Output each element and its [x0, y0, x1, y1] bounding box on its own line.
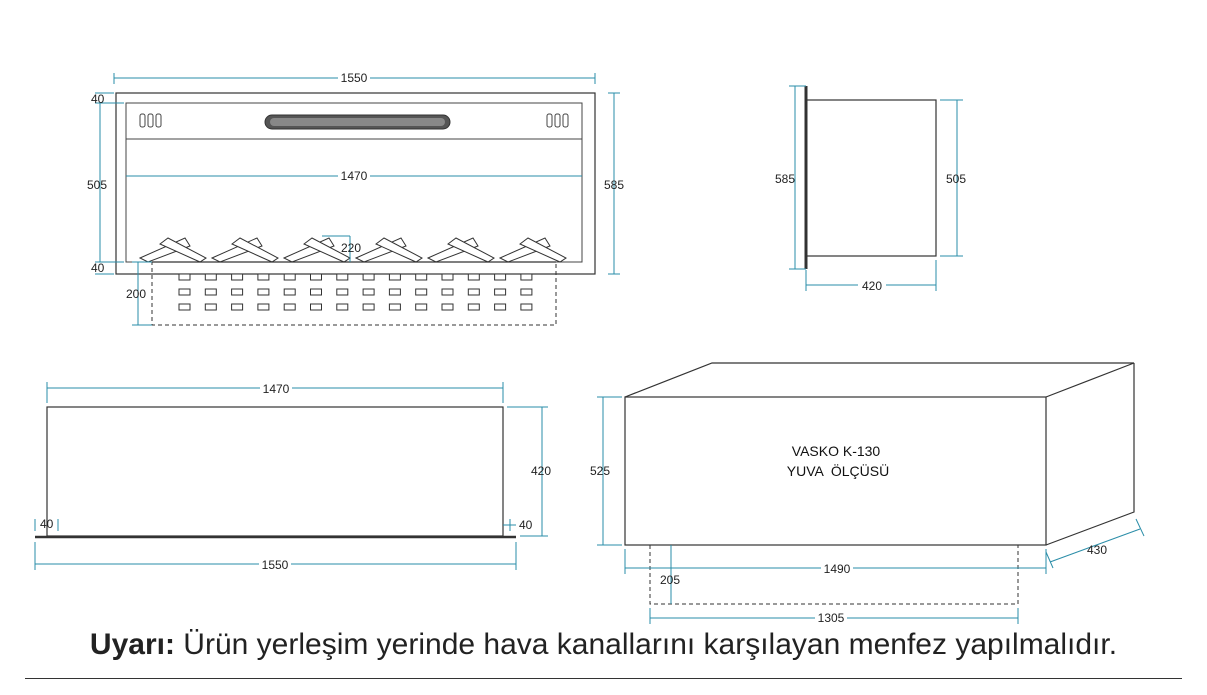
dim-side-depth: 420 — [862, 279, 882, 293]
niche-title-line1: VASKO K-130 — [792, 443, 881, 459]
vent-slot — [204, 303, 217, 311]
dim-side-height-total: 585 — [775, 172, 795, 186]
dim-front-width-outer: 1550 — [341, 71, 368, 85]
vent-slot — [336, 273, 349, 281]
speaker-grille-mesh — [270, 118, 445, 126]
dim-front-log-depth: 220 — [341, 241, 361, 255]
niche-side-face — [1045, 363, 1135, 546]
vent-slot — [520, 273, 533, 281]
dim-niche-depth: 430 — [1087, 543, 1107, 557]
vent-slot — [362, 288, 375, 296]
front-view: 1550 1470 585 505 40 40 200 220 — [87, 70, 624, 326]
log-pair — [426, 237, 495, 263]
vent-slot — [520, 303, 533, 311]
vent-slot — [178, 288, 191, 296]
vent-slot — [388, 273, 401, 281]
vent-slot — [415, 273, 428, 281]
dim-top-width-outer: 1550 — [262, 558, 289, 572]
vent-slot — [467, 288, 480, 296]
vent-slot — [494, 273, 507, 281]
side-view: 585 505 420 — [775, 85, 966, 293]
vent-slot — [388, 303, 401, 311]
vent-slot — [441, 273, 454, 281]
dim-front-height-total: 585 — [604, 178, 624, 192]
vent-slot — [310, 273, 322, 281]
dim-front-width-inner: 1470 — [341, 169, 368, 183]
dim-niche-vent-height: 205 — [660, 573, 680, 587]
dim-niche-width: 1490 — [824, 562, 851, 576]
log-pair — [210, 237, 279, 263]
log-pair — [498, 237, 567, 263]
log-pair — [138, 237, 207, 263]
top-view: 1470 1550 420 40 40 — [34, 381, 551, 572]
vent-slots — [178, 273, 533, 311]
left-display-icon — [139, 113, 162, 128]
vent-slot — [415, 303, 428, 311]
dim-top-height: 420 — [531, 464, 551, 478]
niche-vent-box — [649, 545, 1019, 605]
vent-slot — [467, 273, 480, 281]
vent-slot — [467, 303, 480, 311]
top-body — [46, 406, 504, 537]
vent-slot — [494, 288, 507, 296]
vent-slot — [494, 303, 507, 311]
side-body — [805, 99, 937, 257]
dim-front-frame-top: 40 — [91, 92, 105, 106]
vent-slot — [362, 303, 375, 311]
dim-niche-vent-width: 1305 — [818, 611, 845, 625]
vent-slot — [362, 273, 375, 281]
vent-slot — [204, 288, 217, 296]
dim-front-height-inner: 505 — [87, 178, 107, 192]
dim-top-margin-right: 40 — [519, 518, 533, 532]
vent-slot — [336, 288, 349, 296]
dim-top-margin-left: 40 — [40, 517, 54, 531]
warning-text: Ürün yerleşim yerinde hava kanallarını k… — [174, 628, 1118, 661]
vent-slot — [257, 288, 270, 296]
vent-slot — [336, 303, 349, 311]
vent-slot — [520, 288, 533, 296]
niche-front-face — [624, 396, 1047, 546]
vent-slot — [231, 303, 244, 311]
log-pair — [354, 237, 423, 263]
log-set — [138, 237, 567, 263]
niche-view: VASKO K-130 YUVA ÖLÇÜSÜ 525 1490 430 205… — [590, 362, 1145, 625]
vent-slot — [310, 303, 322, 311]
dim-front-vent-height: 200 — [126, 287, 146, 301]
vent-slot — [178, 303, 191, 311]
vent-slot — [441, 303, 454, 311]
front-outer-frame — [115, 92, 596, 275]
dim-side-height-body: 505 — [946, 172, 966, 186]
vent-slot — [231, 273, 244, 281]
front-vent-box — [151, 261, 557, 326]
vent-slot — [257, 273, 270, 281]
dim-front-frame-bottom: 40 — [91, 261, 105, 275]
vent-slot — [415, 288, 428, 296]
bottom-divider — [25, 678, 1182, 679]
warning-label: Uyarı: — [89, 628, 175, 661]
vent-slot — [441, 288, 454, 296]
vent-slot — [283, 273, 296, 281]
right-display-icon — [546, 113, 569, 128]
dim-top-width-inner: 1470 — [263, 382, 290, 396]
vent-slot — [257, 303, 270, 311]
dim-niche-height: 525 — [590, 464, 610, 478]
niche-top-face — [624, 362, 1135, 398]
vent-slot — [204, 273, 217, 281]
vent-slot — [283, 303, 296, 311]
vent-slot — [388, 288, 401, 296]
vent-slot — [283, 288, 296, 296]
vent-slot — [310, 288, 322, 296]
niche-title-line2: YUVA ÖLÇÜSÜ — [787, 462, 889, 479]
vent-slot — [178, 273, 191, 281]
vent-slot — [231, 288, 244, 296]
warning-note: Uyarı: Ürün yerleşim yerinde hava kanall… — [0, 628, 1207, 662]
